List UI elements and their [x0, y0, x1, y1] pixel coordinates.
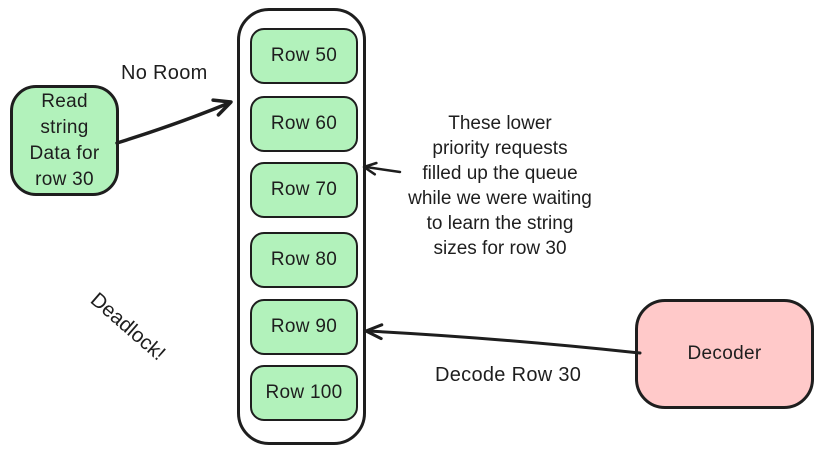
annotation-line: to learn the string [426, 213, 574, 234]
decoder-box-label: Decoder [687, 343, 762, 364]
read-request-line: string [40, 116, 89, 138]
decoder-box: Decoder [635, 299, 814, 409]
read-request-line: Data for [29, 142, 100, 164]
queue-fill-annotation: These lower priority requests filled up … [393, 111, 607, 261]
queue-row: Row 60 [250, 96, 358, 152]
queue-row: Row 100 [250, 365, 358, 421]
queue-container: Row 50 Row 60 Row 70 Row 80 Row 90 Row 1… [237, 8, 366, 445]
queue-row: Row 50 [250, 28, 358, 84]
read-request-box: Read string Data for row 30 [10, 85, 119, 196]
no-room-label: No Room [121, 62, 208, 84]
decode-row-label: Decode Row 30 [435, 364, 582, 386]
annotation-line: These lower [448, 113, 552, 134]
queue-row: Row 80 [250, 232, 358, 288]
annotation-line: priority requests [432, 138, 568, 159]
annotation-line: sizes for row 30 [433, 238, 567, 259]
no-room-arrow [115, 101, 231, 145]
annotation-line: filled up the queue [422, 163, 578, 184]
decode-arrowhead [364, 323, 384, 341]
queue-row: Row 90 [250, 299, 358, 355]
read-request-line: row 30 [35, 168, 94, 190]
annotation-line: while we were waiting [408, 188, 592, 209]
queue-row: Row 70 [250, 162, 358, 218]
read-request-line: Read [41, 90, 88, 112]
deadlock-label: Deadlock! [85, 288, 170, 366]
no-room-arrowhead [211, 98, 233, 117]
decode-arrow [366, 329, 642, 355]
